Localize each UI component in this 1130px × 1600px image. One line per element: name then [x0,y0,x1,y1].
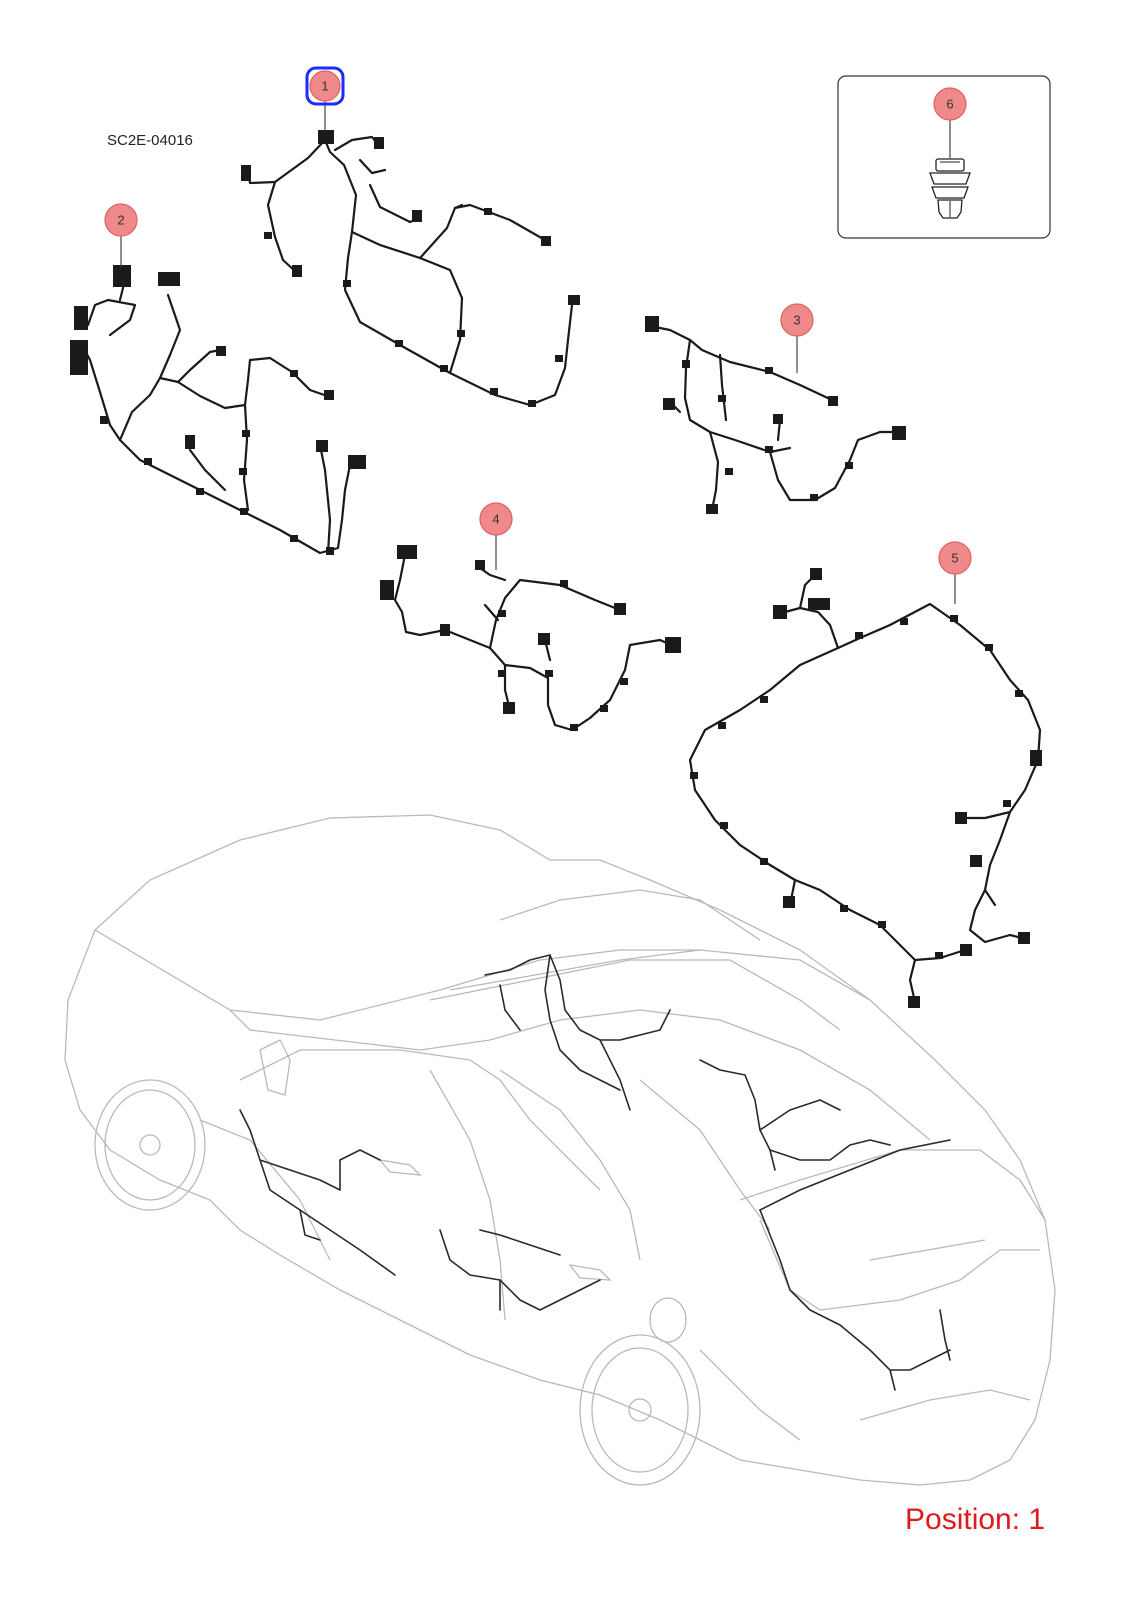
callout-6[interactable]: 6 [933,87,967,158]
callout-2[interactable]: 2 [104,203,138,268]
harness-tailgate-part-5[interactable] [688,568,1042,1008]
callout-4[interactable]: 4 [479,502,513,570]
bolt-icon [929,158,971,219]
vehicle-harness-overlay [239,954,951,1391]
position-indicator: Position: 1 [905,1503,1046,1536]
callout-2-label: 2 [117,213,124,228]
callout-1[interactable]: 1 [305,66,345,132]
callout-6-label: 6 [946,97,953,112]
callout-5-label: 5 [951,551,958,566]
callout-3-label: 3 [793,313,800,328]
harness-rear-door-part-4[interactable] [380,545,681,732]
harness-roof-part-1[interactable] [241,130,580,407]
callout-5[interactable]: 5 [938,541,972,604]
callout-4-label: 4 [492,512,499,527]
callout-1-label: 1 [321,79,328,94]
vehicle-outline [64,814,1056,1486]
callout-3[interactable]: 3 [780,303,814,373]
harness-rear-door-part-3[interactable] [645,316,906,514]
diagram-code: SC2E-04016 [107,132,193,149]
fastener-inset [837,75,1051,239]
harness-front-door-part-2[interactable] [70,265,366,555]
selected-callout-highlight [305,66,345,106]
